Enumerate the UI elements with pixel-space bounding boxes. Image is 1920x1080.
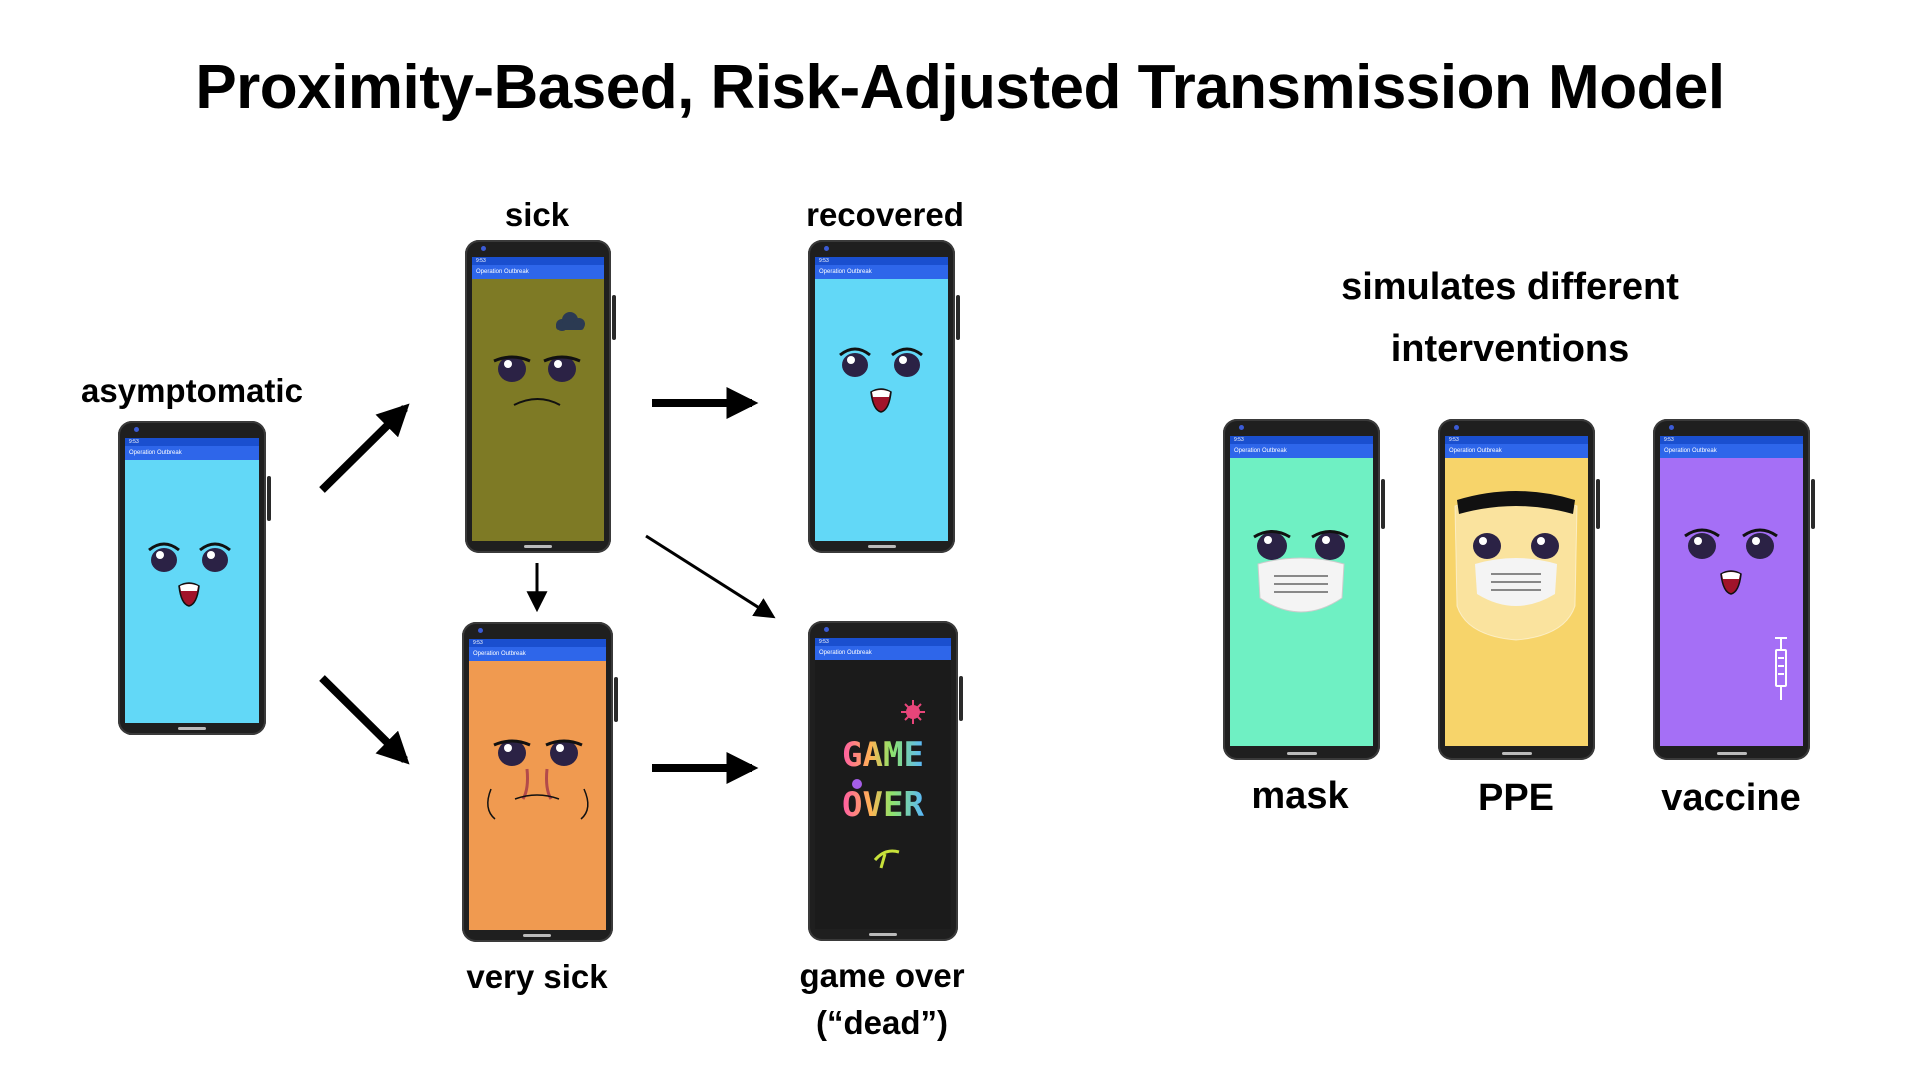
recovered-screen: 9:53 Operation Outbreak: [815, 257, 948, 541]
germ-icon: [873, 849, 900, 869]
syringe-icon: [1775, 637, 1787, 700]
app-bar: Operation Outbreak: [1230, 444, 1373, 458]
vaccine-screen: 9:53 Operation Outbreak: [1660, 436, 1803, 746]
interventions-heading-line1: simulates different: [1341, 266, 1679, 308]
recovered-phone: 9:53 Operation Outbreak: [808, 240, 960, 553]
ppe-screen: 9:53 Operation Outbreak: [1445, 436, 1588, 746]
cloud-icon: [556, 312, 585, 331]
page-title: Proximity-Based, Risk-Adjusted Transmiss…: [195, 53, 1725, 122]
interventions-heading-line2: interventions: [1390, 328, 1630, 370]
asymptomatic-screen: 9:53 Operation Outbreak: [125, 438, 259, 723]
mask-screen: 9:53 Operation Outbreak: [1230, 436, 1373, 746]
status-bar: 9:53: [469, 639, 606, 647]
asymptomatic-phone: 9:53 Operation Outbreak: [118, 421, 271, 735]
status-bar: 9:53: [815, 638, 951, 646]
happy-face-icon: [1684, 528, 1787, 700]
game-over-screen-art: GAME OVER: [842, 700, 925, 869]
status-bar: 9:53: [1230, 436, 1373, 444]
ppe-phone: 9:53 Operation Outbreak: [1438, 419, 1600, 760]
very-sick-face-icon: [487, 739, 589, 820]
status-bar: 9:53: [125, 438, 259, 446]
game-over-phone: 9:53 Operation Outbreak GAME OVER: [808, 621, 963, 941]
recovered-label: recovered: [806, 196, 964, 233]
mask-phone: 9:53 Operation Outbreak: [1223, 419, 1385, 760]
game-over-screen: 9:53 Operation Outbreak GAME OVER: [815, 638, 951, 929]
happy-face-icon: [148, 542, 231, 607]
status-bar: 9:53: [472, 257, 604, 265]
virus-icon: [901, 700, 925, 724]
asymptomatic-label: asymptomatic: [81, 372, 303, 409]
arrow-asymptomatic-to-sick: [319, 403, 410, 493]
masked-face-icon: [1253, 530, 1349, 613]
virus-icon: [852, 779, 862, 789]
sick-label: sick: [504, 196, 570, 233]
arrow-asymptomatic-to-very-sick: [319, 675, 410, 765]
very-sick-label: very sick: [466, 958, 608, 995]
sick-face-icon: [493, 312, 585, 406]
vaccine-label: vaccine: [1661, 777, 1801, 819]
app-bar: Operation Outbreak: [469, 647, 606, 661]
app-bar: Operation Outbreak: [125, 446, 259, 460]
dead-label: (“dead”): [816, 1004, 948, 1041]
game-over-label: game over: [799, 957, 965, 994]
over-text: OVER: [842, 785, 924, 825]
sick-screen: 9:53 Operation Outbreak: [472, 257, 604, 541]
app-bar: Operation Outbreak: [1660, 444, 1803, 458]
arrow-sick-to-game-over: [645, 534, 776, 619]
app-bar: Operation Outbreak: [815, 646, 951, 660]
status-bar: 9:53: [1660, 436, 1803, 444]
app-bar: Operation Outbreak: [472, 265, 604, 279]
vaccine-phone: 9:53 Operation Outbreak: [1653, 419, 1815, 760]
very-sick-screen: 9:53 Operation Outbreak: [469, 639, 606, 930]
status-bar: 9:53: [1445, 436, 1588, 444]
game-text: GAME: [842, 735, 924, 775]
app-bar: Operation Outbreak: [815, 265, 948, 279]
sick-phone: 9:53 Operation Outbreak: [465, 240, 616, 553]
app-bar: Operation Outbreak: [1445, 444, 1588, 458]
mask-label: mask: [1251, 775, 1349, 817]
ppe-label: PPE: [1477, 777, 1555, 819]
very-sick-phone: 9:53 Operation Outbreak: [462, 622, 618, 942]
status-bar: 9:53: [815, 257, 948, 265]
happy-face-icon: [839, 347, 923, 413]
ppe-face-icon: [1454, 491, 1578, 641]
